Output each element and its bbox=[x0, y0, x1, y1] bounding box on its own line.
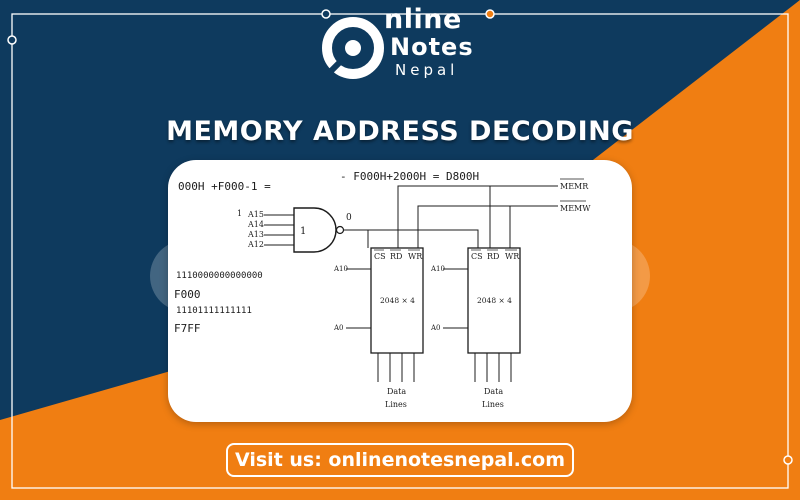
hand-note-bits-1: 1110000000000000 bbox=[176, 271, 263, 281]
chip-1-data-label: Data bbox=[387, 387, 406, 396]
memory-chip-1 bbox=[370, 247, 424, 354]
chip-2-wires bbox=[443, 268, 512, 382]
brand-online: nline bbox=[384, 4, 462, 35]
chip-1-pin-wr: WR bbox=[408, 252, 423, 261]
chip-1-size: 2048 × 4 bbox=[380, 296, 415, 305]
input-label: A13 bbox=[247, 230, 264, 239]
brand-logo bbox=[318, 8, 488, 84]
hand-note-hex-2: F7FF bbox=[174, 322, 201, 335]
frame-dot bbox=[321, 9, 331, 19]
chip-1-pin-rd: RD bbox=[390, 252, 402, 261]
input-label: A12 bbox=[247, 240, 264, 249]
nand-gate-bubble bbox=[335, 225, 345, 235]
hand-note-top-center: - F000H+2000H = D800H bbox=[340, 170, 479, 183]
chip-1-pin-cs: CS bbox=[374, 252, 386, 261]
memw-label: MEMW bbox=[560, 204, 591, 213]
chip-1-lines-label: Lines bbox=[385, 400, 407, 409]
brand-notes: Notes bbox=[390, 33, 474, 61]
brand-notes-text: otes bbox=[411, 33, 474, 61]
logo-o-icon bbox=[322, 17, 384, 79]
nand-gate bbox=[293, 207, 337, 253]
gate-output-label: 0 bbox=[346, 213, 352, 223]
chip-2-pin-wr: WR bbox=[505, 252, 520, 261]
chip-2-lines-label: Lines bbox=[482, 400, 504, 409]
visit-website-link[interactable]: Visit us: onlinenotesnepal.com bbox=[226, 443, 574, 477]
frame-dot bbox=[7, 35, 17, 45]
cs-wires bbox=[344, 229, 479, 248]
chip-1-addr-bottom: A0 bbox=[333, 324, 344, 332]
chip-2-pin-rd: RD bbox=[487, 252, 499, 261]
chip-2-addr-bottom: A0 bbox=[430, 324, 441, 332]
input-wires bbox=[264, 214, 294, 246]
gate-label: 1 bbox=[300, 226, 306, 237]
frame-dot bbox=[783, 455, 793, 465]
chip-2-size: 2048 × 4 bbox=[477, 296, 512, 305]
control-bus bbox=[397, 185, 558, 248]
chip-2-pin-cs: CS bbox=[471, 252, 483, 261]
hand-note-bits-2: 11101111111111 bbox=[176, 306, 252, 316]
chip-1-addr-top: A10 bbox=[333, 265, 348, 273]
input-label: A14 bbox=[247, 220, 264, 229]
gate-input-prefix: 1 bbox=[237, 209, 242, 218]
frame-dot bbox=[485, 9, 495, 19]
chip-2-addr-top: A10 bbox=[430, 265, 445, 273]
input-label: A15 bbox=[247, 210, 264, 219]
hand-note-hex-1: F000 bbox=[174, 288, 201, 301]
memory-chip-2 bbox=[467, 247, 521, 354]
frame-border bbox=[11, 13, 789, 489]
chip-1-wires bbox=[346, 268, 415, 382]
brand-nepal: Nepal bbox=[395, 61, 459, 79]
hand-note-top-left: 000H +F000-1 = bbox=[178, 180, 271, 193]
decoding-diagram: 000H +F000-1 = - F000H+2000H = D800H 111… bbox=[174, 170, 591, 409]
memr-label: MEMR bbox=[560, 182, 589, 191]
page-title: MEMORY ADDRESS DECODING bbox=[166, 116, 634, 147]
chip-2-data-label: Data bbox=[484, 387, 503, 396]
